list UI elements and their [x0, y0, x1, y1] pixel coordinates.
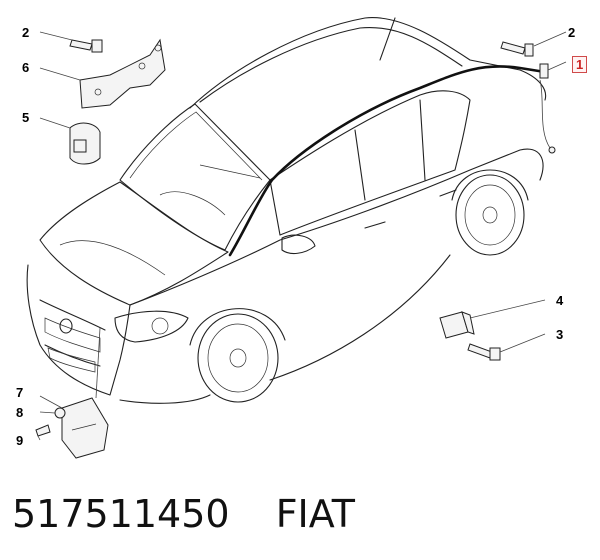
airbag-parts-diagram — [26, 17, 567, 459]
nut-part-8 — [54, 407, 66, 419]
bracket-part-6 — [79, 38, 166, 109]
callout-6-bracket: 6 — [22, 60, 30, 75]
sensor-part-4 — [439, 311, 475, 339]
car-illustration — [26, 17, 547, 404]
callout-2-bolt-left: 2 — [22, 25, 30, 40]
part-number: 517511450 — [12, 492, 230, 536]
curtain-airbag-part-1 — [228, 63, 556, 257]
screw-part-9 — [35, 424, 51, 437]
bolt-part-3 — [467, 343, 501, 361]
clip-part-5 — [69, 122, 101, 165]
leader-lines — [37, 31, 567, 441]
callout-5-clip: 5 — [22, 110, 30, 125]
callout-1-curtain-airbag: 1 — [572, 56, 588, 73]
callout-3-bolt: 3 — [556, 327, 564, 342]
part-footer: 517511450 FIAT — [12, 492, 592, 542]
callout-9-screw: 9 — [16, 433, 24, 448]
callout-4-sensor: 4 — [556, 293, 564, 308]
bolt-part-2-right — [500, 41, 534, 57]
callout-7-control-unit: 7 — [16, 385, 24, 400]
control-unit-part-7 — [61, 397, 109, 459]
callout-8-nut: 8 — [16, 405, 24, 420]
brand-name: FIAT — [275, 492, 356, 536]
callout-2-bolt-right: 2 — [568, 25, 576, 40]
bolt-part-2-left — [69, 39, 103, 53]
